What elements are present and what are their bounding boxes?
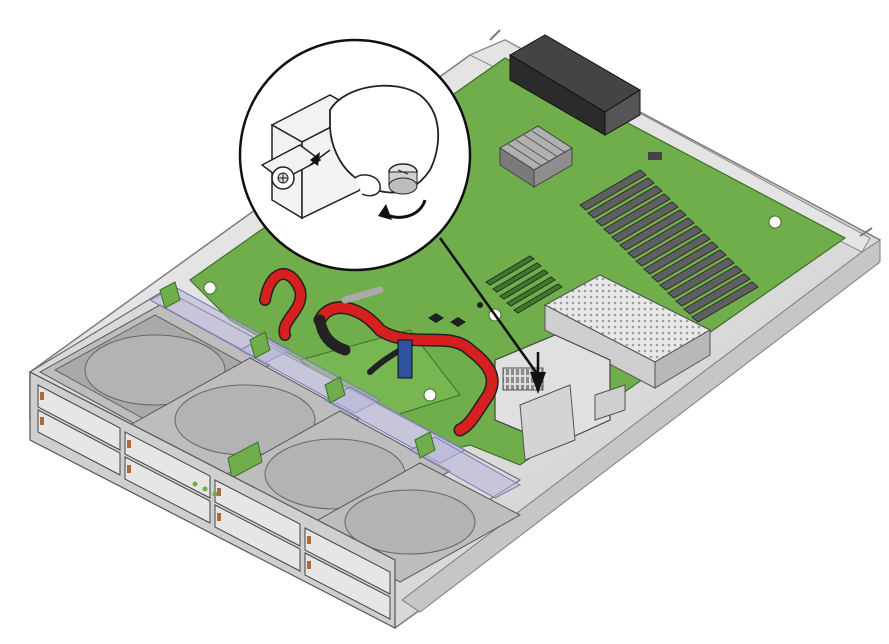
heatsink [499,125,662,188]
front-bezel [29,371,396,629]
rear-connector [509,34,641,136]
mesh-cover [543,274,712,389]
cables [259,268,499,437]
board-components [428,302,483,327]
rotate-arrow-icon [378,199,427,220]
release-bracket [494,334,626,461]
knurled-screw-icon [388,163,418,195]
thumbscrew-inset [238,38,472,272]
dimm-bank [485,169,759,323]
thumbscrew-icon [271,166,295,190]
down-arrow [438,237,546,394]
